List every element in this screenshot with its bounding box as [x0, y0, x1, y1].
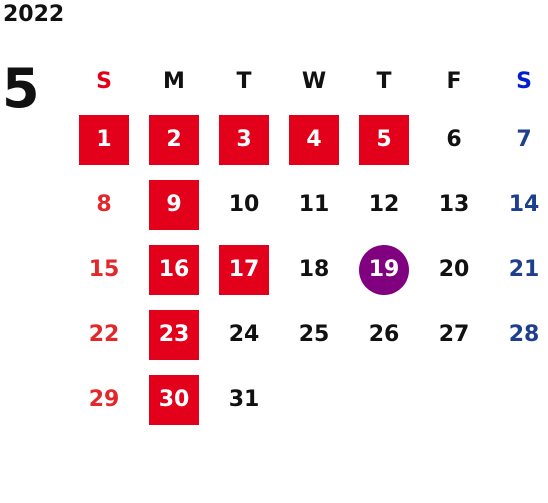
- day-cell[interactable]: 25: [279, 302, 349, 367]
- day-cell[interactable]: 14: [489, 172, 548, 237]
- day-number: 25: [298, 322, 330, 347]
- day-cell[interactable]: 12: [349, 172, 419, 237]
- day-number: 31: [228, 387, 260, 412]
- weekday-header-thu: T: [376, 68, 392, 94]
- weekday-header-tue: T: [236, 68, 252, 94]
- weekday-header-fri: F: [446, 68, 462, 94]
- day-cell[interactable]: 7: [489, 107, 548, 172]
- day-number: 15: [88, 257, 120, 282]
- day-cell[interactable]: 1: [69, 107, 139, 172]
- day-number: 2: [149, 114, 199, 165]
- day-number: 21: [508, 257, 540, 282]
- day-number: 11: [298, 192, 330, 217]
- weekday-header-mon: M: [163, 68, 185, 94]
- day-number: 1: [79, 114, 129, 165]
- weekday-header-sun: S: [96, 68, 112, 94]
- day-cell[interactable]: 2: [139, 107, 209, 172]
- day-number: 30: [149, 374, 199, 425]
- day-cell[interactable]: 27: [419, 302, 489, 367]
- day-cell[interactable]: 30: [139, 367, 209, 432]
- day-number: 16: [149, 244, 199, 295]
- day-number: 4: [289, 114, 339, 165]
- day-cell-empty: [279, 367, 349, 432]
- weekday-header-sat: S: [516, 68, 532, 94]
- month-number: 5: [2, 57, 40, 120]
- day-number: 22: [88, 322, 120, 347]
- day-number: 28: [508, 322, 540, 347]
- day-number: 10: [228, 192, 260, 217]
- day-cell[interactable]: 10: [209, 172, 279, 237]
- day-number: 8: [96, 192, 112, 217]
- day-number: 13: [438, 192, 470, 217]
- calendar-grid: S M T W T F S 1 2 3 4 5 6 7 8 9 10 11 12…: [69, 55, 548, 432]
- day-number: 18: [298, 257, 330, 282]
- day-cell[interactable]: 28: [489, 302, 548, 367]
- day-cell[interactable]: 16: [139, 237, 209, 302]
- day-cell[interactable]: 4: [279, 107, 349, 172]
- day-cell[interactable]: 29: [69, 367, 139, 432]
- day-number: 20: [438, 257, 470, 282]
- day-cell-empty: [349, 367, 419, 432]
- day-cell[interactable]: 23: [139, 302, 209, 367]
- day-cell[interactable]: 3: [209, 107, 279, 172]
- day-number: 5: [359, 114, 409, 165]
- day-cell[interactable]: 9: [139, 172, 209, 237]
- day-cell[interactable]: 13: [419, 172, 489, 237]
- day-number: 17: [219, 244, 269, 295]
- day-number: 24: [228, 322, 260, 347]
- day-cell-empty: [489, 367, 548, 432]
- day-number: 14: [508, 192, 540, 217]
- day-number: 19: [359, 244, 409, 295]
- day-cell[interactable]: 24: [209, 302, 279, 367]
- weekday-header-wed: W: [301, 68, 327, 94]
- day-cell[interactable]: 22: [69, 302, 139, 367]
- day-number: 3: [219, 114, 269, 165]
- day-cell[interactable]: 11: [279, 172, 349, 237]
- day-cell[interactable]: 8: [69, 172, 139, 237]
- day-cell[interactable]: 26: [349, 302, 419, 367]
- day-cell[interactable]: 20: [419, 237, 489, 302]
- day-cell-today[interactable]: 19: [349, 237, 419, 302]
- day-cell[interactable]: 6: [419, 107, 489, 172]
- day-cell[interactable]: 15: [69, 237, 139, 302]
- day-cell[interactable]: 31: [209, 367, 279, 432]
- day-cell[interactable]: 5: [349, 107, 419, 172]
- year-label: 2022: [3, 2, 65, 27]
- day-cell[interactable]: 21: [489, 237, 548, 302]
- day-cell[interactable]: 18: [279, 237, 349, 302]
- day-number: 23: [149, 309, 199, 360]
- day-number: 27: [438, 322, 470, 347]
- day-number: 29: [88, 387, 120, 412]
- day-number: 7: [516, 127, 532, 152]
- day-number: 6: [446, 127, 462, 152]
- day-number: 26: [368, 322, 400, 347]
- day-cell-empty: [419, 367, 489, 432]
- day-cell[interactable]: 17: [209, 237, 279, 302]
- day-number: 9: [149, 179, 199, 230]
- day-number: 12: [368, 192, 400, 217]
